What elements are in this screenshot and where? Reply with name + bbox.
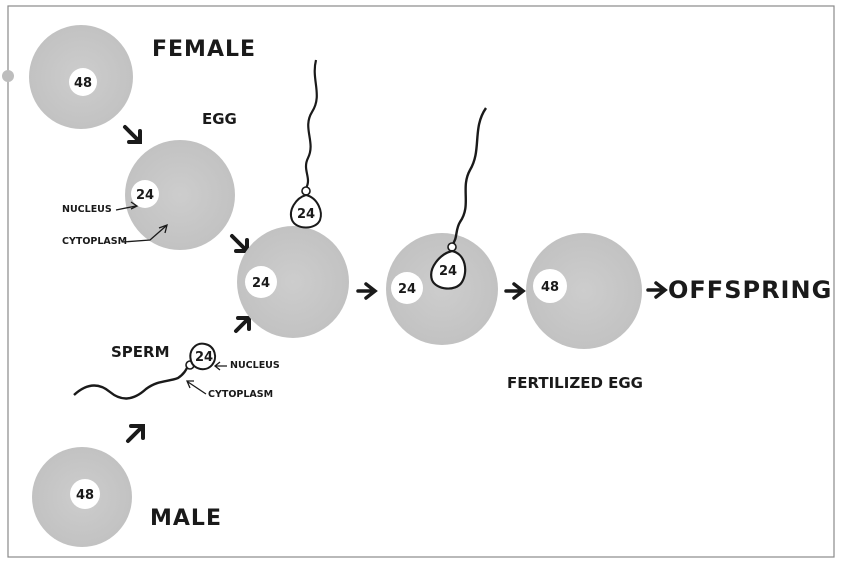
arrow-to-offspring-icon: [648, 283, 665, 297]
fertilized-egg: 48: [526, 233, 642, 349]
egg-label: EGG: [202, 110, 237, 128]
offspring-label: OFFSPRING: [668, 276, 832, 304]
sperm-label: SPERM: [111, 343, 170, 361]
free-sperm-chromosome-count: 24: [195, 350, 213, 365]
sperm-cytoplasm-pointer: [187, 381, 206, 394]
fusion-stage-2: 24: [386, 233, 498, 345]
binding-hole: [2, 70, 14, 82]
stage2-egg-chromosome-count: 24: [398, 282, 416, 297]
arrow-female-to-egg-icon: [125, 127, 140, 142]
stage1-egg-chromosome-count: 24: [252, 276, 270, 291]
nucleus-label: NUCLEUS: [62, 204, 112, 215]
female-chromosome-count: 48: [74, 76, 92, 91]
arrow-stage1-to-stage2-icon: [358, 284, 375, 298]
fertilized-chromosome-count: 48: [541, 280, 559, 295]
sperm-nucleus-pointer: [215, 362, 227, 370]
sperm-cytoplasm-label: CYTOPLASM: [208, 389, 273, 400]
sperm-nucleus-label: NUCLEUS: [230, 360, 280, 371]
fertilized-egg-label: FERTILIZED EGG: [507, 374, 643, 392]
arrow-egg-to-fusion-icon: [232, 236, 247, 251]
arrow-stage2-to-fertilized-icon: [506, 284, 523, 298]
female-cell: 48: [29, 25, 133, 129]
approaching-sperm: 24: [291, 60, 321, 228]
male-chromosome-count: 48: [76, 488, 94, 503]
entering-sperm-chromosome-count: 24: [439, 264, 457, 279]
female-label: FEMALE: [152, 37, 256, 62]
cytoplasm-label: CYTOPLASM: [62, 236, 127, 247]
fusion-stage-1: 24: [237, 226, 349, 338]
arrow-sperm-to-fusion-icon: [236, 318, 249, 331]
male-label: MALE: [150, 506, 222, 531]
approaching-sperm-chromosome-count: 24: [297, 207, 315, 222]
egg-chromosome-count: 24: [136, 188, 154, 203]
male-cell: 48: [32, 447, 132, 547]
egg-cell: 24: [125, 140, 235, 250]
arrow-male-to-sperm-icon: [128, 426, 143, 441]
